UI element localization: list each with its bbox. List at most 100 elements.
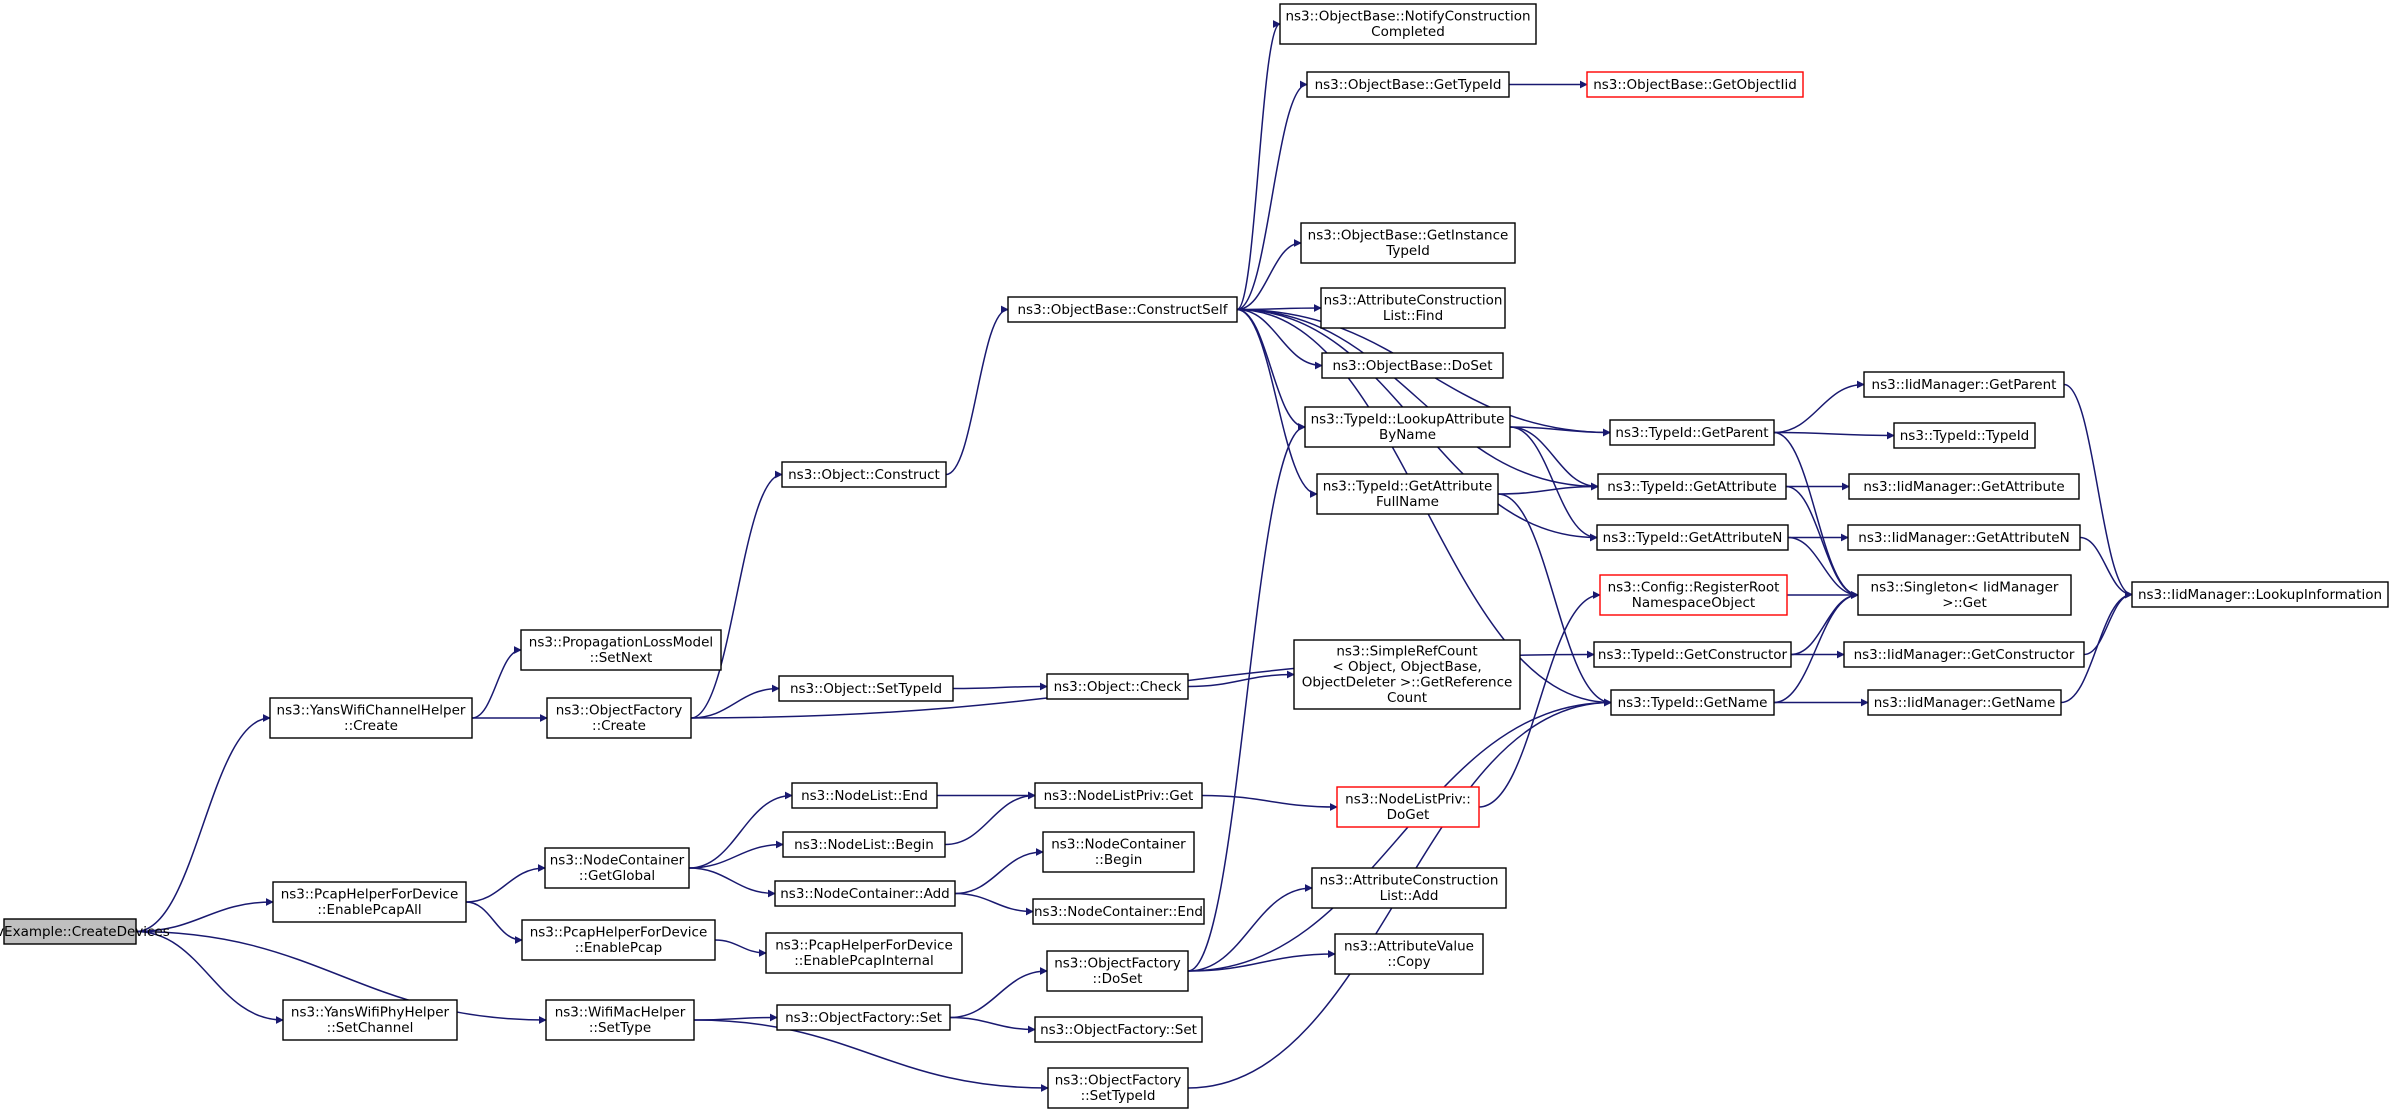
- node-box: [1047, 1067, 1189, 1109]
- node-label: ns3::ObjectBase::GetTypeId: [1315, 77, 1502, 93]
- graph-node[interactable]: ns3::YansWifiPhyHelper::SetChannel: [282, 999, 458, 1041]
- graph-node[interactable]: ns3::Object::Construct: [781, 461, 947, 488]
- edge-n6-n10: [690, 684, 780, 719]
- call-edge: [1236, 80, 1308, 311]
- edge-n48-n49: [2060, 590, 2133, 704]
- node-label: ns3::ObjectBase::ConstructSelf: [1018, 302, 1229, 318]
- node-box: [1597, 473, 1787, 500]
- node-label: ns3::ObjectFactory: [1055, 1073, 1182, 1089]
- graph-node[interactable]: ns3::NodeContainer::Begin: [1042, 831, 1195, 873]
- graph-node[interactable]: ns3::NodeList::End: [791, 782, 938, 809]
- call-edge: [1187, 670, 1295, 688]
- call-edge: [1785, 485, 1859, 599]
- graph-node[interactable]: ns3::YansWifiChannelHelper::Create: [269, 697, 473, 739]
- node-label: ::Copy: [1387, 954, 1430, 970]
- graph-node[interactable]: ns3::AttributeValue::Copy: [1334, 933, 1484, 975]
- call-edge: [1187, 884, 1313, 972]
- graph-node[interactable]: ns3::IidManager::GetName: [1867, 689, 2062, 716]
- node-label: ns3::AttributeConstruction: [1320, 873, 1499, 889]
- node-label: ns3::NodeContainer::Add: [780, 886, 949, 902]
- node-label: Count: [1387, 690, 1427, 706]
- edge-n1-n5: [471, 646, 522, 719]
- edge-n0-n2: [135, 898, 274, 933]
- graph-node[interactable]: ns3::ObjectFactory::DoSet: [1046, 950, 1189, 992]
- graph-node[interactable]: ns3::ObjectBase::DoSet: [1321, 352, 1504, 379]
- edge-n17-n25: [1236, 80, 1308, 311]
- node-label: ::Begin: [1095, 852, 1143, 868]
- graph-node[interactable]: ns3::ObjectBase::NotifyConstructionCompl…: [1279, 3, 1537, 45]
- graph-node[interactable]: AodvExample::CreateDevices: [0, 918, 170, 945]
- graph-node[interactable]: ns3::TypeId::GetConstructor: [1593, 641, 1792, 668]
- node-label: AodvExample::CreateDevices: [0, 924, 170, 940]
- graph-node[interactable]: ns3::IidManager::GetConstructor: [1843, 641, 2085, 668]
- graph-node[interactable]: ns3::TypeId::GetAttribute: [1597, 473, 1787, 500]
- graph-node[interactable]: ns3::TypeId::GetName: [1610, 689, 1775, 716]
- graph-node[interactable]: ns3::ObjectBase::GetObjectIid: [1586, 71, 1804, 98]
- edge-n29-n36: [1509, 426, 1611, 437]
- graph-node[interactable]: ns3::ObjectFactory::SetTypeId: [1047, 1067, 1189, 1109]
- graph-node[interactable]: ns3::IidManager::LookupInformation: [2131, 581, 2389, 608]
- graph-node[interactable]: ns3::PcapHelperForDevice::EnablePcapInte…: [765, 932, 963, 974]
- node-box: [1007, 296, 1238, 323]
- node-label: ::SetTypeId: [1081, 1088, 1156, 1104]
- call-edge: [135, 898, 274, 933]
- node-label: ByName: [1379, 427, 1436, 443]
- node-label: ns3::TypeId::TypeId: [1900, 428, 2030, 444]
- graph-node[interactable]: ns3::NodeList::Begin: [782, 831, 946, 858]
- graph-node[interactable]: ns3::NodeContainer::Add: [774, 880, 956, 907]
- graph-node[interactable]: ns3::ObjectFactory::Set: [1034, 1016, 1203, 1043]
- graph-node[interactable]: ns3::ObjectBase::GetTypeId: [1306, 71, 1510, 98]
- graph-node[interactable]: ns3::ObjectFactory::Set: [776, 1004, 951, 1031]
- node-box: [1848, 473, 2080, 500]
- edge-n0-n3: [135, 930, 284, 1024]
- edge-n36-n46: [1773, 431, 1859, 599]
- node-box: [1586, 71, 1804, 98]
- graph-node[interactable]: ns3::NodeContainer::End: [1032, 898, 1205, 925]
- node-label: ns3::SimpleRefCount: [1336, 644, 1477, 660]
- graph-node[interactable]: ns3::NodeContainer::GetGlobal: [544, 847, 690, 889]
- graph-node[interactable]: ns3::IidManager::GetAttribute: [1848, 473, 2080, 500]
- call-edge: [1773, 380, 1865, 434]
- graph-node[interactable]: ns3::ObjectBase::ConstructSelf: [1007, 296, 1238, 323]
- graph-node[interactable]: ns3::PcapHelperForDevice::EnablePcapAll: [272, 881, 467, 923]
- graph-node[interactable]: ns3::TypeId::GetParent: [1609, 419, 1775, 446]
- node-box: [1311, 867, 1507, 909]
- node-box: [1293, 639, 1521, 710]
- graph-node[interactable]: ns3::TypeId::TypeId: [1893, 422, 2036, 449]
- call-edge: [688, 840, 784, 869]
- node-label: ns3::PcapHelperForDevice: [281, 887, 459, 903]
- node-label: ns3::TypeId::GetAttribute: [1323, 479, 1493, 495]
- node-label: ns3::ObjectBase::NotifyConstruction: [1285, 9, 1530, 25]
- edge-n2-n7: [465, 864, 546, 903]
- call-edge: [465, 901, 523, 944]
- graph-node[interactable]: ns3::IidManager::GetAttributeN: [1847, 524, 2081, 551]
- graph-node[interactable]: ns3::TypeId::GetAttributeN: [1596, 524, 1789, 551]
- graph-node[interactable]: ns3::Object::SetTypeId: [778, 675, 954, 702]
- graph-node[interactable]: ns3::Object::Check: [1046, 673, 1189, 700]
- graph-node[interactable]: ns3::IidManager::GetParent: [1863, 371, 2065, 398]
- graph-node[interactable]: ns3::WifiMacHelper::SetType: [545, 999, 695, 1041]
- node-label: ns3::IidManager::GetParent: [1872, 377, 2057, 393]
- edge-n10-n18: [952, 682, 1048, 691]
- node-box: [1336, 786, 1480, 828]
- node-label: ns3::Config::RegisterRoot: [1608, 580, 1780, 596]
- node-label: ns3::YansWifiPhyHelper: [291, 1005, 450, 1021]
- call-edge: [693, 1019, 1049, 1092]
- graph-node[interactable]: ns3::NodeListPriv::Get: [1034, 782, 1203, 809]
- graph-node[interactable]: ns3::SimpleRefCount< Object, ObjectBase,…: [1293, 639, 1521, 710]
- edge-n4-n16: [693, 1019, 1049, 1092]
- graph-node[interactable]: ns3::PropagationLossModel::SetNext: [520, 629, 722, 671]
- graph-node[interactable]: ns3::NodeListPriv::DoGet: [1336, 786, 1480, 828]
- node-label: ::EnablePcapAll: [317, 902, 421, 918]
- graph-node[interactable]: ns3::PcapHelperForDevice::EnablePcap: [521, 919, 716, 961]
- graph-node[interactable]: ns3::Singleton< IidManager>::Get: [1857, 574, 2072, 616]
- node-box: [1032, 898, 1205, 925]
- graph-node[interactable]: ns3::ObjectFactory::Create: [546, 697, 692, 739]
- edge-n36-n43: [1773, 431, 1895, 440]
